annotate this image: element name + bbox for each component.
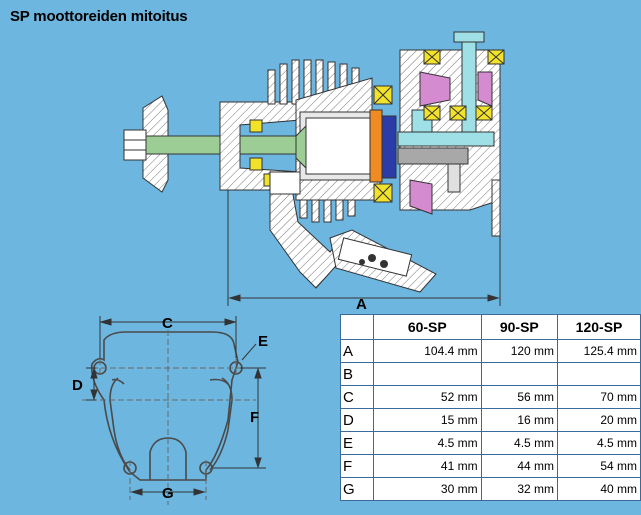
table-cell: 120 mm	[480, 339, 559, 363]
row-label: D	[340, 408, 374, 432]
table-cell: 54 mm	[557, 454, 641, 478]
engine-front-view	[90, 331, 243, 481]
table-cell: 56 mm	[480, 385, 559, 409]
row-label: B	[340, 362, 374, 386]
exhaust-nut	[269, 171, 301, 195]
row-label: E	[340, 431, 374, 455]
table-row: B	[340, 362, 641, 386]
table-cell: 125.4 mm	[557, 339, 641, 363]
table-cell: 20 mm	[557, 408, 641, 432]
cooling-fins	[267, 59, 360, 223]
dimension-table: 60-SP 90-SP 120-SP A 104.4 mm 120 mm 125…	[340, 314, 641, 501]
page-title: SP moottoreiden mitoitus	[10, 8, 188, 25]
bevel-gear-bottom	[409, 179, 433, 215]
blue-rotor	[381, 115, 397, 179]
label-g: G	[162, 485, 174, 502]
table-cell: 104.4 mm	[372, 339, 482, 363]
col-header-120sp: 120-SP	[557, 314, 641, 340]
table-cell: 32 mm	[480, 477, 559, 501]
table-row: A 104.4 mm 120 mm 125.4 mm	[340, 339, 641, 363]
connecting-rod	[295, 124, 307, 170]
table-cell: 30 mm	[372, 477, 482, 501]
table-cell: 41 mm	[372, 454, 482, 478]
mount-leg	[491, 179, 501, 237]
row-label: C	[340, 385, 374, 409]
row-label: F	[340, 454, 374, 478]
table-cell: 70 mm	[557, 385, 641, 409]
label-f: F	[250, 409, 259, 426]
row-label: G	[340, 477, 374, 501]
table-cell: 4.5 mm	[480, 431, 559, 455]
bevel-gear-left	[419, 71, 451, 107]
cyan-plate	[397, 131, 495, 147]
table-row: C 52 mm 56 mm 70 mm	[340, 385, 641, 409]
dimension-e-leader	[241, 343, 257, 361]
table-cell: 40 mm	[557, 477, 641, 501]
col-header-60sp: 60-SP	[372, 314, 482, 340]
bevel-gear-right	[477, 71, 493, 107]
orange-disc	[369, 109, 383, 183]
dimension-a	[227, 190, 501, 306]
table-row: D 15 mm 16 mm 20 mm	[340, 408, 641, 432]
prop-nut	[123, 129, 147, 161]
dimension-g	[130, 488, 206, 496]
table-cell: 15 mm	[372, 408, 482, 432]
table-row: E 4.5 mm 4.5 mm 4.5 mm	[340, 431, 641, 455]
table-cell: 52 mm	[372, 385, 482, 409]
engine-side-view	[123, 31, 505, 293]
table-cell: 4.5 mm	[372, 431, 482, 455]
label-d: D	[72, 377, 83, 394]
table-cell	[480, 362, 559, 386]
table-row: F 41 mm 44 mm 54 mm	[340, 454, 641, 478]
dimension-f	[212, 367, 266, 469]
table-cell: 44 mm	[480, 454, 559, 478]
table-header-row: 60-SP 90-SP 120-SP	[340, 314, 641, 340]
gear-carrier	[397, 147, 469, 165]
dimension-d	[86, 367, 98, 401]
table-cell: 4.5 mm	[557, 431, 641, 455]
label-e: E	[258, 333, 268, 350]
row-label: A	[340, 339, 374, 363]
label-c: C	[162, 315, 173, 332]
table-cell	[372, 362, 482, 386]
fuel-nipple	[447, 163, 461, 193]
table-row: G 30 mm 32 mm 40 mm	[340, 477, 641, 501]
table-corner	[340, 314, 374, 340]
dimension-c	[99, 316, 237, 358]
col-header-90sp: 90-SP	[480, 314, 559, 340]
piston	[305, 117, 377, 175]
table-cell	[557, 362, 641, 386]
label-a: A	[356, 296, 367, 313]
table-cell: 16 mm	[480, 408, 559, 432]
